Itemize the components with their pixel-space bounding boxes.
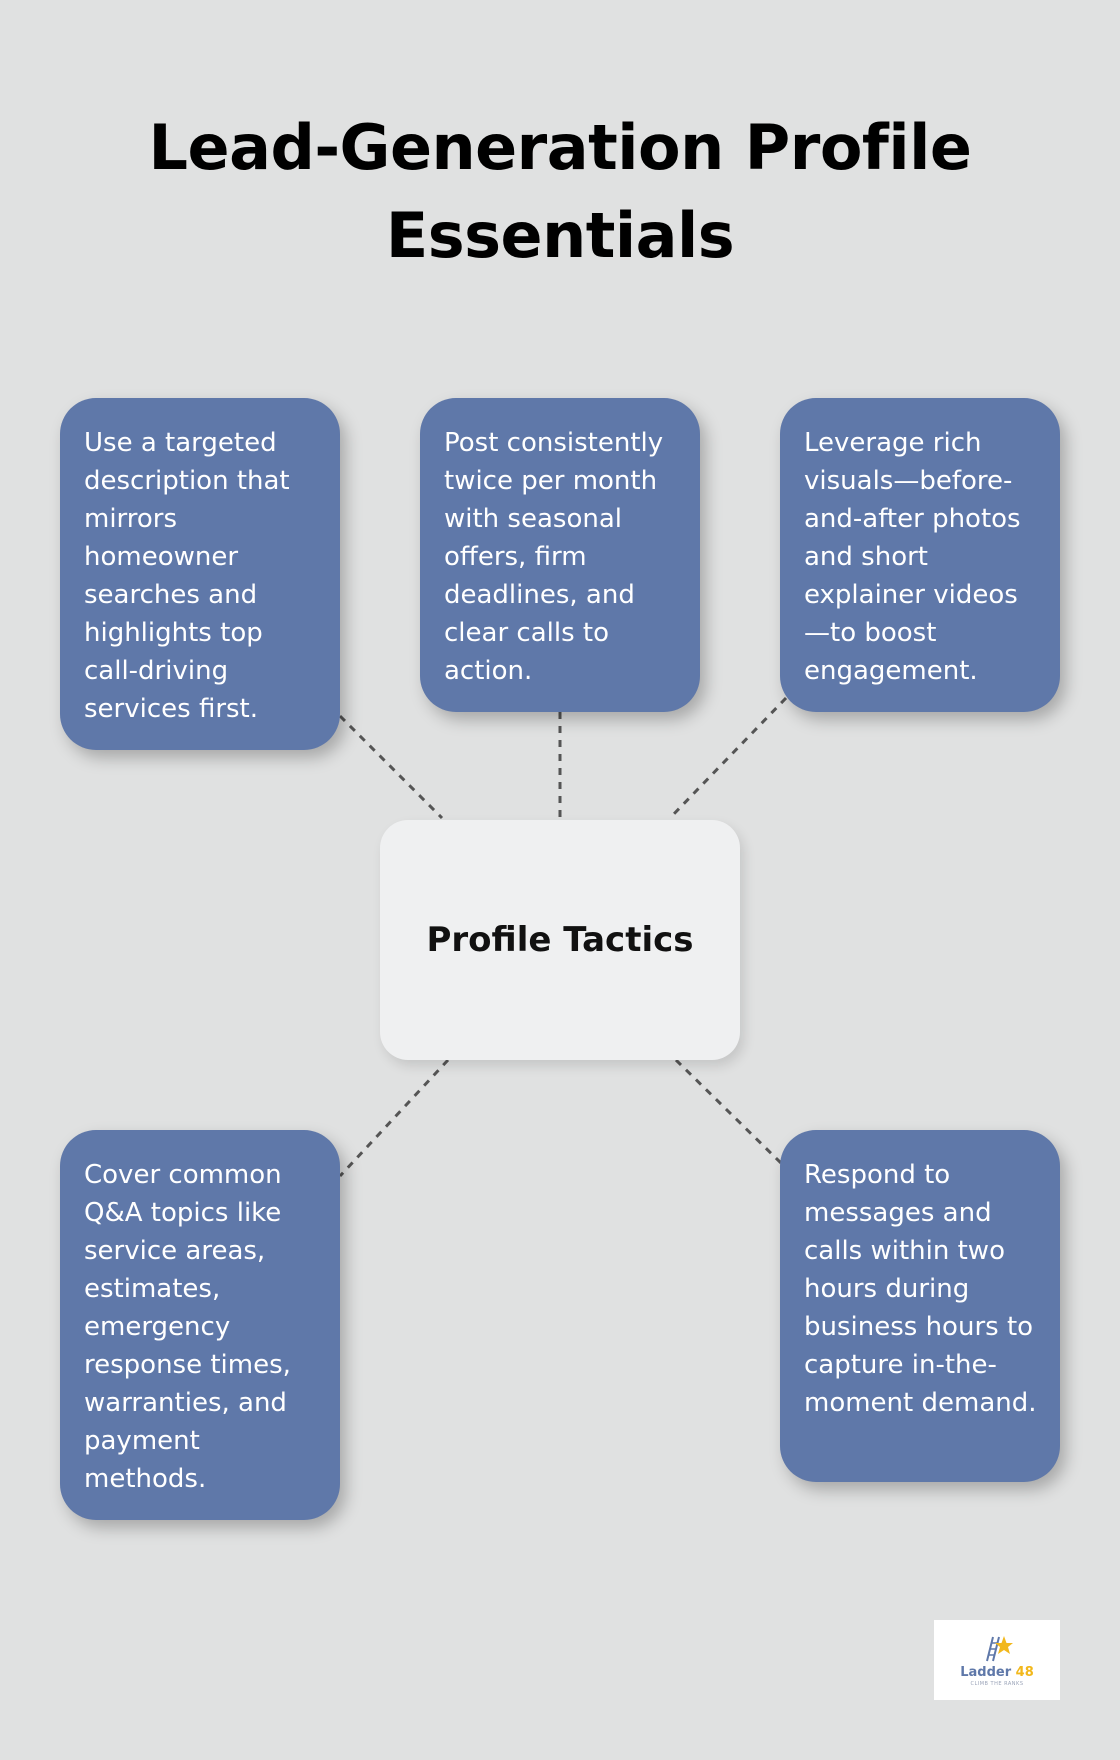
tactic-card-description: Use a targeted description that mirrors …	[60, 398, 340, 750]
tactic-card-response: Respond to messages and calls within two…	[780, 1130, 1060, 1482]
logo-wordmark: Ladder 48	[960, 1665, 1034, 1680]
tactic-card-posting: Post consistently twice per month with s…	[420, 398, 700, 712]
logo-tagline: CLIMB THE RANKS	[970, 1681, 1024, 1687]
connector-bottom-right	[674, 1058, 784, 1166]
title-line-2: Essentials	[385, 199, 735, 272]
hub-node: Profile Tactics	[380, 820, 740, 1060]
tactic-card-visuals: Leverage rich visuals—before-and-after p…	[780, 398, 1060, 712]
tactic-text: Use a targeted description that mirrors …	[84, 428, 290, 724]
tactic-text: Leverage rich visuals—before-and-after p…	[804, 428, 1021, 686]
tactic-card-qa: Cover common Q&A topics like service are…	[60, 1130, 340, 1520]
connector-bottom-left	[338, 1058, 450, 1178]
page-title: Lead-Generation Profile Essentials	[0, 104, 1120, 280]
connector-top-right	[668, 696, 788, 820]
tactic-text: Respond to messages and calls within two…	[804, 1160, 1037, 1418]
connector-top-left	[338, 714, 444, 820]
hub-label: Profile Tactics	[426, 920, 694, 960]
tactic-text: Post consistently twice per month with s…	[444, 428, 664, 686]
tactic-text: Cover common Q&A topics like service are…	[84, 1160, 291, 1494]
brand-logo: Ladder 48 CLIMB THE RANKS	[934, 1620, 1060, 1700]
ladder-star-icon	[986, 1636, 1013, 1662]
title-line-1: Lead-Generation Profile	[148, 111, 972, 184]
